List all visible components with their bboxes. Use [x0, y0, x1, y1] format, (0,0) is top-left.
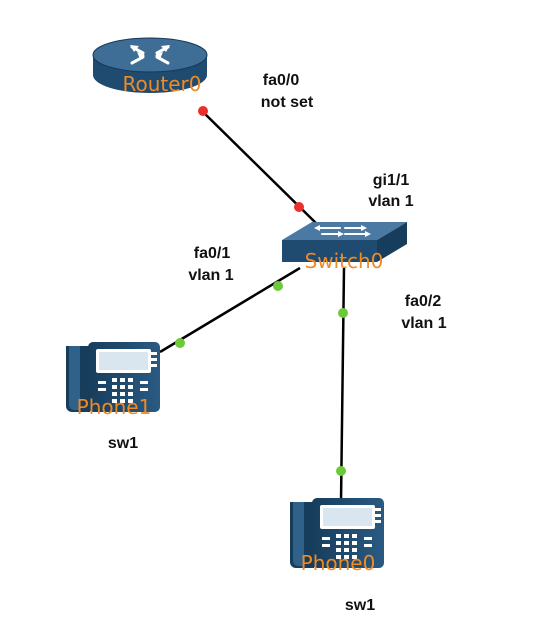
port-name: fa0/2	[405, 293, 442, 310]
router-icon	[92, 37, 208, 93]
phone1-label: Phone1	[77, 395, 152, 419]
port-vlan: vlan 1	[188, 267, 233, 284]
link-status-phone1	[175, 338, 185, 348]
link-router0-switch0[interactable]	[200, 109, 322, 229]
port-name: fa0/0	[263, 72, 300, 89]
link-status-switch-fa0-1	[273, 281, 283, 291]
port-label-switch-fa0-2: fa0/2 vlan 1	[401, 293, 446, 332]
port-vlan: vlan 1	[401, 315, 446, 332]
phone1-device[interactable]: Phone1 sw1	[66, 342, 160, 452]
phone1-caption: sw1	[108, 435, 138, 452]
link-switch0-phone0[interactable]	[339, 267, 346, 503]
port-label-router-fa0-0: fa0/0 not set	[261, 72, 314, 111]
link-status-router-fa0-0	[198, 106, 208, 116]
port-label-switch-fa0-1: fa0/1 vlan 1	[188, 245, 233, 284]
router0-device[interactable]: Router0	[92, 37, 208, 96]
ip-phone-icon	[66, 342, 160, 412]
router0-label: Router0	[122, 72, 201, 96]
switch0-label: Switch0	[305, 249, 384, 273]
port-name: gi1/1	[373, 172, 410, 189]
phone0-label: Phone0	[301, 551, 376, 575]
link-status-phone0	[336, 466, 346, 476]
ip-phone-icon	[290, 498, 384, 568]
link-status-switch-gi1-1	[294, 202, 304, 212]
switch0-device[interactable]: Switch0	[282, 222, 407, 273]
switch-icon	[282, 222, 407, 262]
phone0-caption: sw1	[345, 597, 375, 614]
phone0-device[interactable]: Phone0 sw1	[290, 498, 384, 614]
port-label-switch-gi1-1: gi1/1 vlan 1	[368, 172, 413, 210]
port-name: fa0/1	[194, 245, 231, 262]
port-vlan: not set	[261, 94, 314, 111]
port-vlan: vlan 1	[368, 193, 413, 210]
link-status-switch-fa0-2	[338, 308, 348, 318]
